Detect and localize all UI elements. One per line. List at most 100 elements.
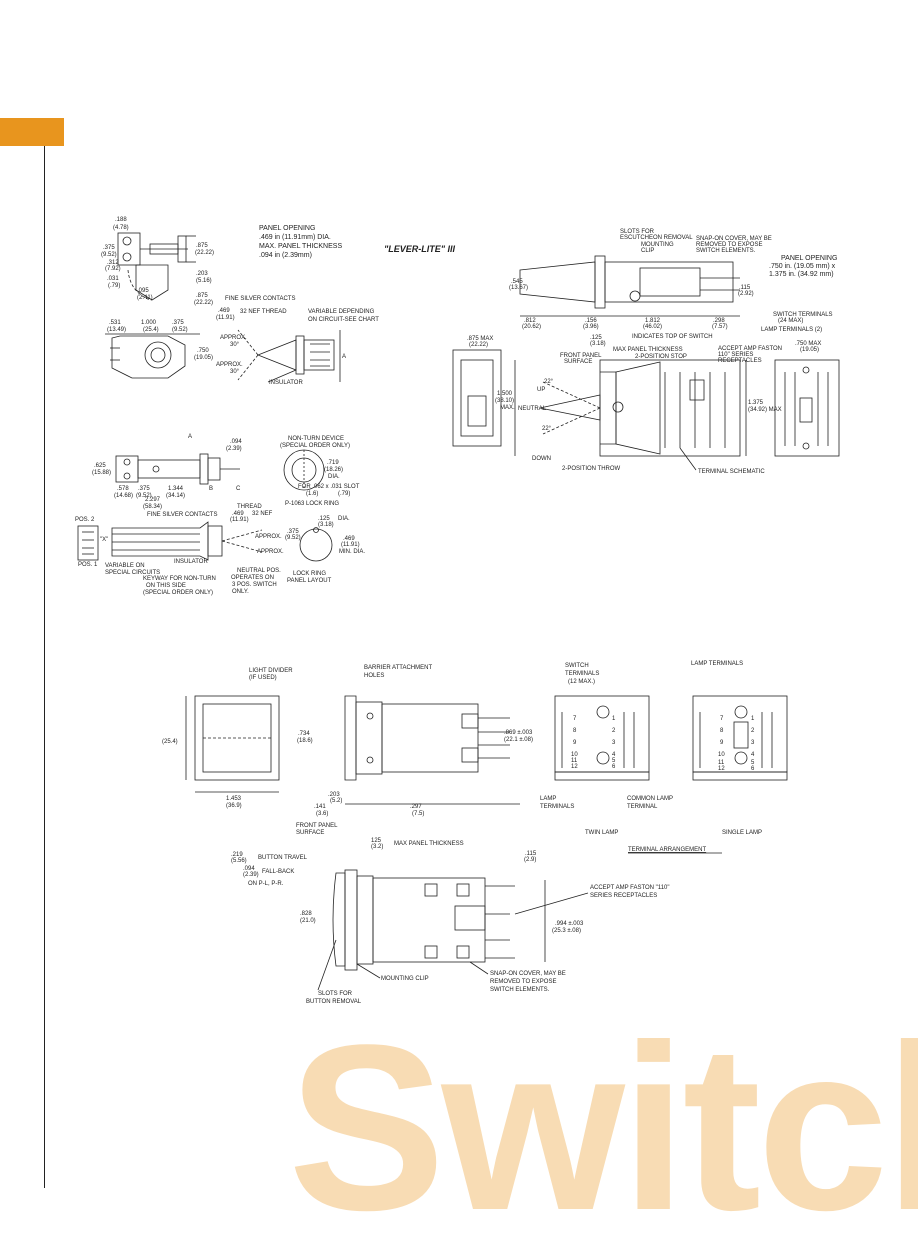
dimension-label: ESCUTCHEON REMOVAL — [620, 235, 693, 241]
dimension-label: 8 — [720, 728, 724, 734]
dimension-label: INDICATES TOP OF SWITCH — [632, 334, 713, 340]
dimension-label: (3.96) — [583, 324, 599, 330]
dimension-label: .219 — [231, 852, 243, 858]
section-tab — [0, 118, 64, 146]
dimension-label: MAX. — [500, 405, 515, 411]
dimension-label: 11 — [571, 758, 578, 764]
dimension-label: 6 — [751, 766, 755, 772]
dimension-label: 30° — [230, 369, 240, 375]
dimension-label: HOLES — [364, 673, 384, 679]
dimension-label: (13.49) — [107, 327, 126, 333]
dimension-label: ON CIRCUIT-SEE CHART — [308, 317, 379, 323]
dimension-label: .203 — [328, 792, 340, 798]
dimension-label: .031 — [107, 276, 119, 282]
dimension-label: THREAD — [237, 504, 262, 510]
dimension-label: FRONT PANEL — [560, 353, 602, 359]
dimension-label: .578 — [117, 486, 129, 492]
dimension-label: 2-POSITION STOP — [635, 354, 687, 360]
dimension-label: .375 — [287, 529, 299, 535]
dimension-label: 2.297 — [145, 497, 161, 503]
dimension-label: (22.22) — [194, 300, 213, 306]
pushbutton-drawing: LIGHT DIVIDER (IF USED) BARRIER ATTACHME… — [162, 661, 788, 1005]
dimension-label: .094 — [243, 866, 255, 872]
dimension-label: (2.92) — [738, 291, 754, 297]
dimension-label: (22.1 ±.08) — [504, 737, 533, 743]
dimension-label: (3.2) — [371, 844, 383, 850]
dimension-label: (25.3 ±.08) — [552, 928, 581, 934]
dimension-label: SLOTS FOR — [318, 991, 353, 997]
dimension-label: ON P-L, P-R. — [248, 881, 284, 887]
dimension-label: (2.39) — [226, 446, 242, 452]
dimension-label: (13.67) — [509, 285, 528, 291]
dimension-label: ACCEPT AMP FASTON "110" — [590, 885, 670, 891]
dimension-label: .375 — [172, 320, 184, 326]
dimension-label: 12 — [718, 766, 725, 772]
dimension-label: 2-POSITION THROW — [562, 466, 621, 472]
dimension-label: .312 — [107, 260, 119, 266]
dimension-label: (11.91) — [216, 315, 235, 321]
dimension-label: (.79) — [108, 283, 120, 289]
dimension-label: .094 — [230, 439, 242, 445]
dimension-label: TERMINAL ARRANGEMENT — [628, 847, 706, 853]
dimension-label: 1.453 — [226, 796, 242, 802]
dimension-label: .875 — [196, 293, 208, 299]
dimension-label: 7 — [720, 716, 724, 722]
dimension-label: APPROX. — [220, 335, 247, 341]
dimension-label: .115 — [739, 285, 751, 291]
dimension-label: VARIABLE ON — [105, 563, 145, 569]
dimension-label: (18.26) — [324, 467, 343, 473]
dimension-label: SWITCH ELEMENTS. — [696, 248, 756, 254]
dimension-label: 8 — [573, 728, 577, 734]
dimension-label: SWITCH TERMINALS — [773, 312, 833, 318]
dimension-label: 125 — [371, 838, 382, 844]
dimension-label: (5.56) — [231, 858, 247, 864]
dimension-label: APPROX. — [216, 362, 243, 368]
dimension-label: .750 MAX — [795, 341, 821, 347]
dimension-label: .469 in (11.91mm) DIA. — [259, 234, 331, 241]
dimension-label: (IF USED) — [249, 675, 277, 681]
dimension-label: .188 — [115, 217, 127, 223]
dimension-label: 3 — [612, 740, 616, 746]
dimension-label: .734 — [298, 731, 310, 737]
dimension-label: LOCK RING — [293, 571, 326, 577]
dimension-label: 11 — [718, 760, 725, 766]
lever-switch-drawing: .188 (4.78) .375 (9.52) .312 (7.92) .031… — [101, 217, 379, 386]
dimension-label: (36.9) — [226, 803, 242, 809]
dimension-label: REMOVED TO EXPOSE — [696, 242, 762, 248]
dimension-label: (24 MAX) — [778, 318, 803, 324]
dimension-label: (11.91) — [230, 517, 249, 523]
dimension-label: .375 — [138, 486, 150, 492]
dimension-label: REMOVED TO EXPOSE — [490, 979, 556, 985]
dimension-label: .203 — [196, 271, 208, 277]
dimension-label: PANEL LAYOUT — [287, 578, 332, 584]
dimension-label: .531 — [109, 320, 121, 326]
dimension-label: APPROX. — [255, 534, 282, 540]
dimension-label: 6 — [612, 764, 616, 770]
dimension-label: ACCEPT AMP FASTON — [718, 346, 782, 352]
dimension-label: .156 — [585, 318, 597, 324]
dimension-label: 1.000 — [141, 320, 157, 326]
dimension-label: .828 — [300, 911, 312, 917]
dimension-label: KEYWAY FOR NON-TURN — [143, 576, 216, 582]
dimension-label: .875 MAX — [467, 336, 493, 342]
dimension-label: 9 — [720, 740, 724, 746]
dimension-label: (5.16) — [196, 278, 212, 284]
dimension-label: 32 NEF — [252, 511, 273, 517]
dimension-label: 2 — [612, 728, 616, 734]
dimension-label: (4.78) — [113, 225, 129, 231]
dimension-label: 2 — [751, 728, 755, 734]
dimension-label: TERMINAL — [627, 804, 658, 810]
dimension-label: LAMP — [540, 796, 556, 802]
dimension-label: B — [209, 486, 213, 492]
dimension-label: NEUTRAL POS. — [237, 568, 281, 574]
dimension-label: .875 — [196, 243, 208, 249]
dimension-label: 32 NEF THREAD — [240, 309, 287, 315]
dimension-label: .141 — [314, 804, 326, 810]
dimension-label: PANEL OPENING — [259, 225, 315, 232]
dimension-label: DOWN — [532, 456, 551, 462]
dimension-label: (18.6) — [297, 738, 313, 744]
dimension-label: .545 — [511, 279, 523, 285]
dimension-label: 1.812 — [645, 318, 661, 324]
dimension-label: MAX. PANEL THICKNESS — [259, 243, 342, 250]
dimension-label: 1 — [751, 716, 755, 722]
